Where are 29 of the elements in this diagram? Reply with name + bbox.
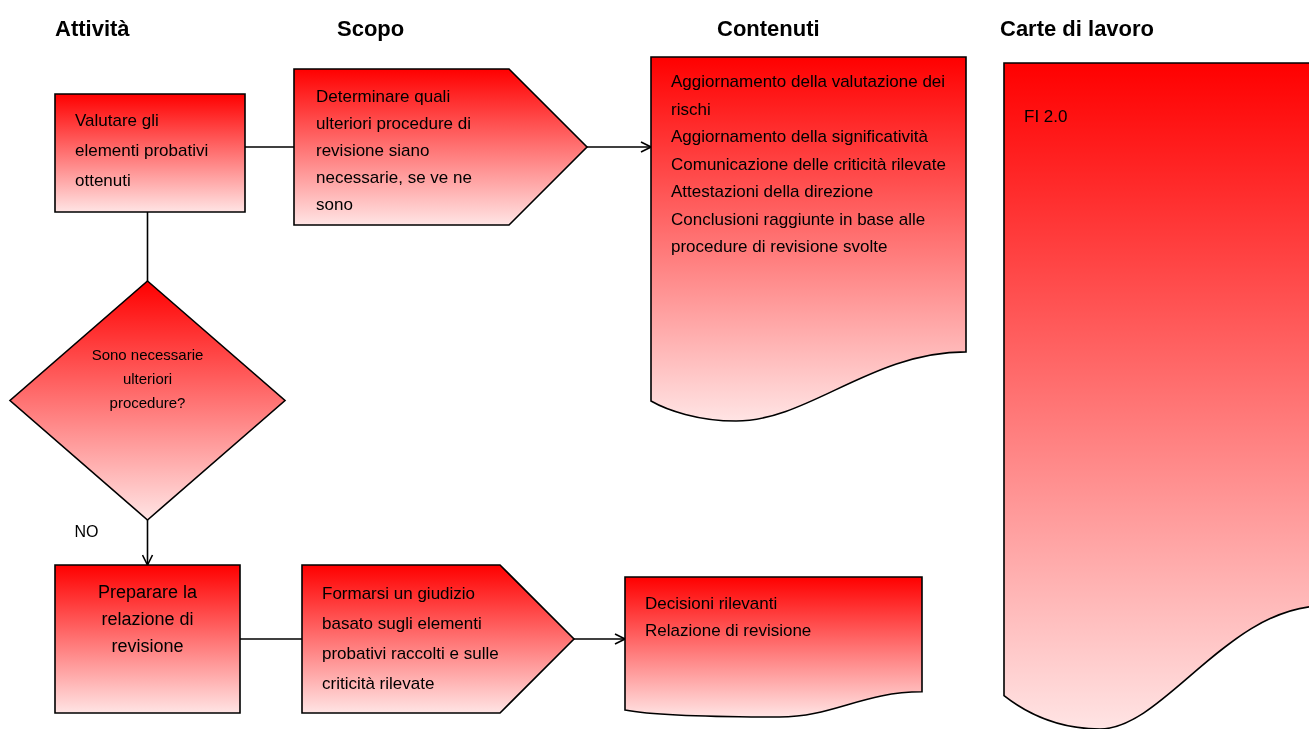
document-shape [625, 577, 922, 717]
node-text: Aggiornamento della significatività [671, 126, 929, 148]
column-heading: Scopo [337, 16, 405, 42]
node-text: FI 2.0 [1024, 106, 1068, 128]
column-heading: Contenuti [717, 16, 820, 42]
column-heading: Carte di lavoro [1000, 16, 1155, 42]
node-text: Comunicazione delle criticità rilevate [671, 153, 946, 176]
node-text: Aggiornamento della valutazione dei rischi [671, 71, 946, 121]
node-text: Valutare gli elementi probativi ottenuti [75, 110, 210, 192]
pentagon-box [302, 565, 574, 713]
node-text: Relazione di revisione [645, 620, 812, 642]
process-box [55, 94, 245, 212]
arrow [573, 633, 626, 645]
node-text: Decisioni rilevanti [645, 593, 778, 615]
pentagon-box [294, 69, 587, 225]
node-text: Determinare quali ulteriori procedure di revisione siano necessarie, se ve ne sono [316, 86, 473, 216]
node-text: Formarsi un giudizio basato sugli elementi probativi raccolti e sulle criticità rilevate [322, 583, 500, 695]
arrow [586, 141, 652, 153]
decision-diamond [10, 281, 285, 520]
node-text: Attestazioni della direzione [671, 181, 874, 203]
process-box [55, 565, 240, 713]
node-text: Conclusioni raggiunte in base alle procedure di revisione svolte [671, 208, 927, 258]
node-text: Sono necessarie ulteriori procedure? [90, 345, 205, 413]
document-shape [1004, 63, 1309, 729]
arrow [141, 519, 154, 566]
column-heading: Attività [55, 16, 130, 42]
connector-line [146, 211, 149, 282]
document-shape [651, 57, 966, 421]
node-text: Preparare la relazione di revisione [96, 581, 199, 658]
